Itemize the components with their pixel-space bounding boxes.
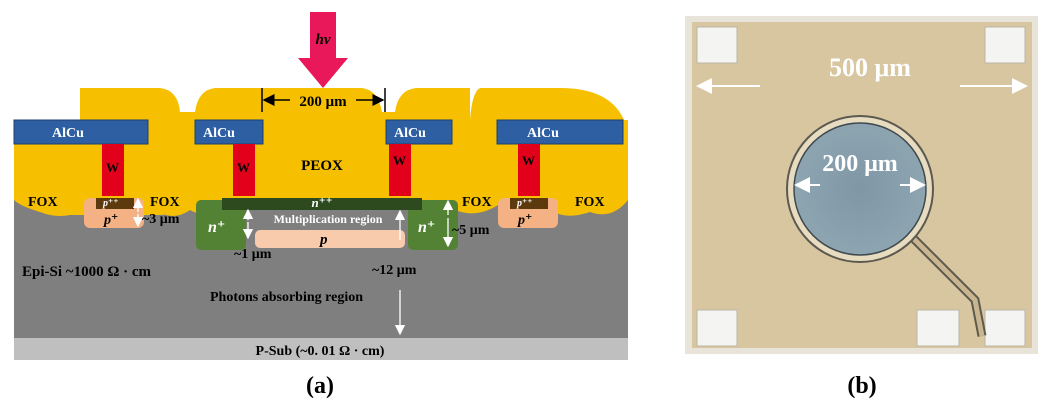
w-label-3: W	[393, 153, 406, 168]
p-plus-plus-label-left: p⁺⁺	[102, 198, 119, 209]
caption-a: (a)	[306, 373, 334, 399]
p-label: p	[318, 232, 328, 248]
bond-pad-tr	[984, 26, 1026, 64]
panel-b-chip-photo: 500 μm 200 μm (b)	[685, 16, 1038, 399]
alcu-label-1: AlCu	[52, 126, 84, 141]
fox-label-1: FOX	[28, 195, 58, 210]
p-plus-label-right: p⁺	[517, 213, 532, 228]
p-sub-layer	[14, 338, 628, 360]
p-plus-plus-label-right: p⁺⁺	[516, 198, 533, 209]
w-plug-2	[233, 144, 255, 196]
w-plug-3	[389, 144, 411, 196]
photon-label: hν	[316, 32, 331, 48]
w-plug-1	[102, 144, 124, 196]
depth-3um: ~3 μm	[142, 212, 180, 227]
n-plus-plus-layer	[222, 198, 422, 210]
peox-label: PEOX	[301, 158, 343, 174]
dim-200-label: 200 μm	[299, 94, 347, 110]
bond-pad-tl	[696, 26, 738, 64]
depth-12um: ~12 μm	[372, 263, 417, 278]
alcu-pad-4	[496, 119, 624, 145]
n-plus-label-left: n⁺	[208, 219, 225, 236]
bond-pad-br	[984, 309, 1026, 347]
alcu-label-2: AlCu	[203, 126, 235, 141]
alcu-pad-3	[385, 119, 453, 145]
w-plug-4	[518, 144, 540, 196]
depth-5um: ~5 μm	[452, 223, 490, 238]
panel-a-cross-section: hν 200 μm AlCu AlCu AlCu AlCu W W W W PE…	[13, 12, 628, 399]
p-plus-plus-right	[510, 198, 548, 209]
n-plus-plus-label: n⁺⁺	[312, 195, 333, 210]
p-layer	[255, 230, 405, 248]
fox-left	[14, 140, 140, 216]
w-label-1: W	[106, 160, 119, 175]
alcu-pad-2	[194, 119, 264, 145]
depth-1um: ~1 μm	[234, 247, 272, 262]
active-area	[793, 122, 927, 256]
multiplication-label: Multiplication region	[274, 212, 383, 226]
alcu-label-4: AlCu	[527, 126, 559, 141]
fox-label-2: FOX	[150, 195, 180, 210]
dim-500-label: 500 μm	[829, 53, 911, 82]
bond-pad-bm	[916, 309, 960, 347]
dim-200-chip-label: 200 μm	[822, 151, 898, 177]
fox-label-3: FOX	[462, 195, 492, 210]
p-sub-label: P-Sub (~0. 01 Ω · cm)	[256, 344, 385, 359]
peox-layer	[60, 88, 470, 215]
w-label-4: W	[522, 153, 535, 168]
n-plus-left	[196, 200, 246, 250]
alcu-pad-1	[13, 119, 149, 145]
p-plus-plus-left	[96, 198, 134, 209]
caption-b: (b)	[847, 373, 876, 399]
epi-si-label: Epi-Si ~1000 Ω · cm	[22, 264, 151, 280]
w-label-2: W	[237, 160, 250, 175]
photon-arrow	[298, 12, 348, 88]
photons-region-label: Photons absorbing region	[210, 290, 363, 305]
bond-pad-bl	[696, 309, 738, 347]
n-plus-label-right: n⁺	[418, 219, 435, 236]
fox-label-4: FOX	[575, 195, 605, 210]
p-plus-label-left: p⁺	[103, 213, 118, 228]
alcu-label-3: AlCu	[394, 126, 426, 141]
